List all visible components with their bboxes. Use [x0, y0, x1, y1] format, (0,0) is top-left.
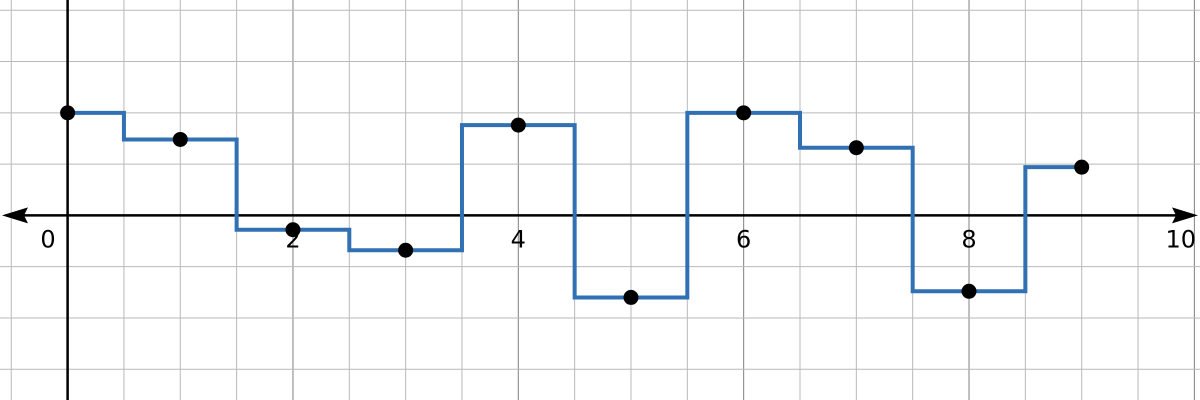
x-tick-label: 6: [736, 225, 751, 253]
x-axis-right-arrow: [1172, 207, 1198, 224]
data-point: [623, 289, 639, 305]
data-point: [961, 283, 977, 299]
data-points: [60, 105, 1090, 305]
data-point: [736, 105, 752, 121]
series: [67, 110, 1082, 300]
x-tick-label: 8: [961, 225, 976, 253]
x-axis-left-arrow: [2, 207, 28, 224]
data-point: [510, 117, 526, 133]
data-point: [285, 222, 301, 238]
step-line: [67, 110, 1082, 300]
data-point: [848, 140, 864, 156]
data-point: [60, 105, 76, 121]
data-point: [1074, 159, 1090, 175]
x-tick-label: 0: [40, 225, 55, 253]
x-tick-label: 4: [511, 225, 526, 253]
data-point: [398, 242, 414, 258]
x-tick-label: 10: [1165, 225, 1196, 253]
data-point: [172, 131, 188, 147]
